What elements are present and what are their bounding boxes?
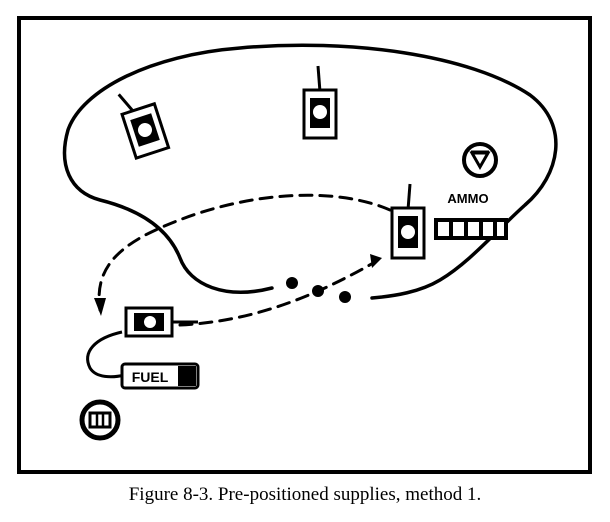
- route-dashed-return: [97, 193, 392, 312]
- fuel-label: FUEL: [132, 369, 169, 385]
- tank-icon: [117, 93, 171, 160]
- supply-point-symbol-icon: [462, 142, 498, 178]
- figure-caption: Figure 8-3. Pre-positioned supplies, met…: [128, 484, 482, 505]
- route-dot-2: [312, 285, 324, 297]
- tank-icon: [124, 306, 198, 338]
- tank-icon: [390, 183, 426, 260]
- maintenance-symbol-icon: [79, 399, 121, 441]
- tank-icon: [302, 65, 338, 140]
- fuel-truck-icon: [120, 362, 200, 390]
- ammo-truck-icon: [434, 218, 508, 240]
- route-dashed-forward: [178, 260, 377, 327]
- route-dot-3: [339, 291, 351, 303]
- ammo-label: AMMO: [447, 191, 488, 206]
- route-arrowhead-down: [94, 298, 106, 316]
- route-arrowhead-right: [370, 254, 382, 268]
- fuel-hose: [86, 330, 126, 379]
- route-dot-1: [286, 277, 298, 289]
